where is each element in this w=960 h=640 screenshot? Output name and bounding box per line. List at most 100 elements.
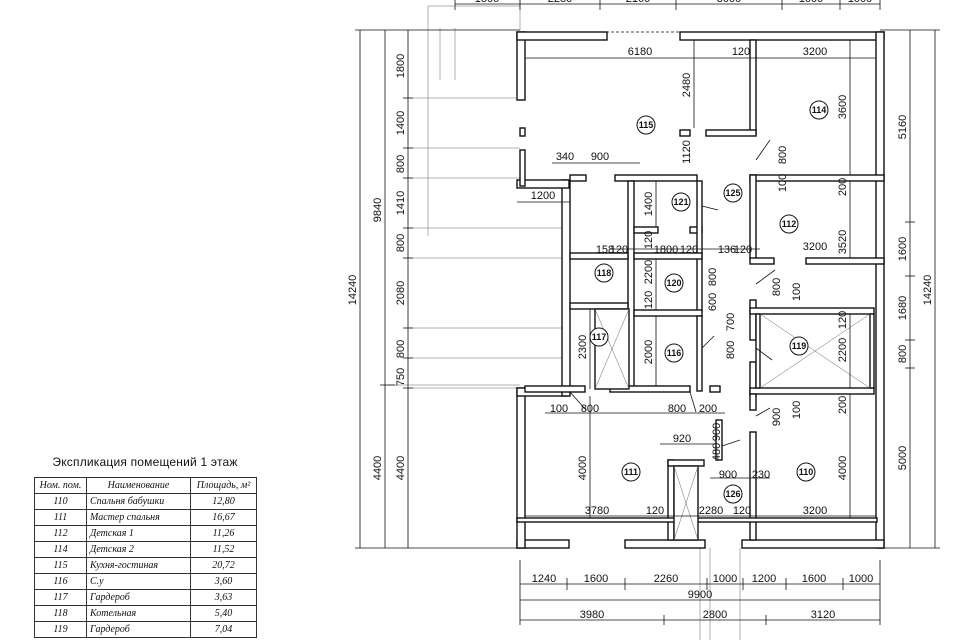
svg-text:1240: 1240 <box>532 573 556 585</box>
door-swings <box>569 31 776 447</box>
svg-text:112: 112 <box>782 219 797 229</box>
svg-text:120: 120 <box>643 291 655 309</box>
svg-text:2300: 2300 <box>577 335 589 359</box>
cell-number: 110 <box>34 493 87 510</box>
room-125: 125 <box>723 183 743 203</box>
svg-text:2200: 2200 <box>643 260 655 284</box>
svg-text:2280: 2280 <box>548 0 572 5</box>
svg-text:121: 121 <box>673 197 688 207</box>
cell-area: 3,60 <box>190 573 257 590</box>
svg-text:800: 800 <box>668 403 686 415</box>
svg-text:3780: 3780 <box>585 505 609 517</box>
cell-name: Спальня бабушки <box>86 493 191 510</box>
header-number: Ном. пом. <box>34 477 87 494</box>
svg-text:100: 100 <box>777 174 789 192</box>
svg-text:9900: 9900 <box>688 589 712 601</box>
cell-area: 5,40 <box>190 605 257 622</box>
svg-text:120: 120 <box>666 278 681 288</box>
svg-text:800: 800 <box>725 341 737 359</box>
svg-text:480: 480 <box>711 443 723 461</box>
svg-text:5000: 5000 <box>897 446 909 470</box>
svg-text:2160: 2160 <box>626 0 650 5</box>
svg-text:2200: 2200 <box>837 338 849 362</box>
room-117: 117 <box>589 327 609 347</box>
svg-text:1800: 1800 <box>654 244 678 256</box>
svg-text:900: 900 <box>771 408 783 426</box>
cell-area: 20,72 <box>190 557 257 574</box>
cell-name: Детская 1 <box>86 525 191 542</box>
cell-area: 11,52 <box>190 541 257 558</box>
room-119: 119 <box>789 336 809 356</box>
svg-text:9840: 9840 <box>372 198 384 222</box>
svg-text:3200: 3200 <box>803 241 827 253</box>
cell-name: С.у <box>86 573 191 590</box>
svg-text:3000: 3000 <box>717 0 741 5</box>
svg-text:230: 230 <box>752 469 770 481</box>
svg-text:5160: 5160 <box>897 115 909 139</box>
svg-text:100: 100 <box>550 403 568 415</box>
svg-text:900: 900 <box>719 469 737 481</box>
cell-area: 16,67 <box>190 509 257 526</box>
svg-text:120: 120 <box>734 244 752 256</box>
room-126: 126 <box>723 484 743 504</box>
svg-text:200: 200 <box>837 178 849 196</box>
svg-text:750: 750 <box>395 368 407 386</box>
svg-text:1600: 1600 <box>799 0 823 5</box>
exterior-guide-lines <box>388 0 741 640</box>
interior-walls <box>516 39 885 541</box>
svg-text:700: 700 <box>725 313 737 331</box>
svg-text:118: 118 <box>597 268 612 278</box>
svg-text:120: 120 <box>837 311 849 329</box>
svg-text:4000: 4000 <box>837 456 849 480</box>
svg-text:2260: 2260 <box>654 573 678 585</box>
room-112: 112 <box>779 214 799 234</box>
svg-text:340: 340 <box>556 151 574 163</box>
svg-text:800: 800 <box>395 155 407 173</box>
svg-text:116: 116 <box>667 348 682 358</box>
svg-text:1000: 1000 <box>848 0 872 5</box>
room-116: 116 <box>664 343 684 363</box>
svg-text:1000: 1000 <box>713 573 737 585</box>
svg-text:3120: 3120 <box>811 609 835 621</box>
svg-text:1800: 1800 <box>475 0 499 5</box>
svg-text:3200: 3200 <box>803 505 827 517</box>
svg-text:1600: 1600 <box>802 573 826 585</box>
svg-text:600: 600 <box>707 293 719 311</box>
svg-text:900: 900 <box>711 423 723 441</box>
svg-text:1600: 1600 <box>584 573 608 585</box>
svg-text:1410: 1410 <box>395 191 407 215</box>
svg-text:200: 200 <box>837 396 849 414</box>
cell-number: 114 <box>34 541 87 558</box>
svg-text:1000: 1000 <box>849 573 873 585</box>
svg-text:3520: 3520 <box>837 230 849 254</box>
svg-text:158: 158 <box>596 244 614 256</box>
wardrobe-hatch <box>594 308 871 541</box>
svg-text:119: 119 <box>792 341 807 351</box>
left-dimension-chains: 14240 9840 4400 1800 1400 800 1410 800 2… <box>347 29 520 549</box>
svg-text:3200: 3200 <box>803 46 827 58</box>
cell-area: 7,04 <box>190 621 257 638</box>
cell-number: 118 <box>34 605 87 622</box>
cell-name: Мастер спальня <box>86 509 191 526</box>
room-118: 118 <box>594 263 614 283</box>
room-110: 110 <box>796 462 816 482</box>
svg-text:120: 120 <box>610 244 628 256</box>
svg-text:1400: 1400 <box>395 111 407 135</box>
svg-text:1400: 1400 <box>643 192 655 216</box>
cell-name: Гардероб <box>86 621 191 638</box>
cell-number: 119 <box>34 621 87 638</box>
cell-area: 3,63 <box>190 589 257 606</box>
svg-text:114: 114 <box>812 105 827 115</box>
cell-number: 112 <box>34 525 87 542</box>
svg-text:120: 120 <box>680 244 698 256</box>
svg-text:2000: 2000 <box>643 340 655 364</box>
room-120: 120 <box>664 273 684 293</box>
cell-name: Кухня-гостиная <box>86 557 191 574</box>
